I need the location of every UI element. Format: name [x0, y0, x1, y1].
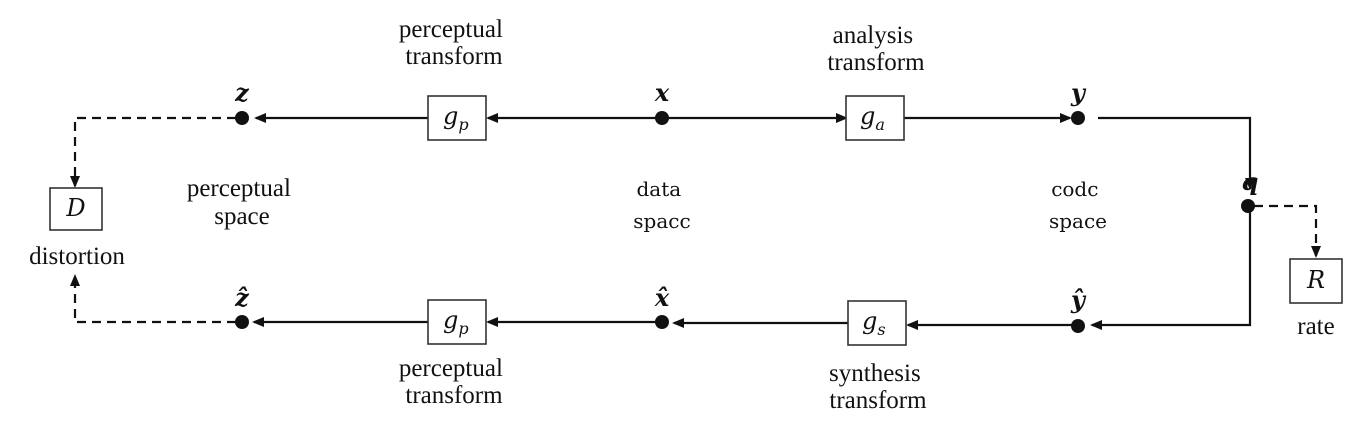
- label-perceptual-transform-bottom: perceptual transform: [399, 355, 509, 409]
- edge-y-to-q: [1098, 116, 1255, 190]
- node-z-hat: [235, 315, 249, 329]
- node-x-hat: [655, 315, 669, 329]
- svg-text:R: R: [1306, 266, 1325, 294]
- label-perceptual-space: perceptual space: [187, 175, 297, 230]
- label-code-space: codc space: [1049, 177, 1107, 233]
- label-rate: rate: [1297, 313, 1334, 340]
- node-x: [655, 111, 669, 125]
- label-data-space: data spacc: [633, 177, 690, 233]
- edge-q-to-rate: [1254, 204, 1321, 258]
- node-q: [1241, 199, 1255, 213]
- node-y-hat: [1071, 319, 1085, 333]
- box-distortion: D: [49, 187, 103, 231]
- label-x: x: [654, 78, 670, 107]
- box-gs: gs: [847, 300, 907, 346]
- label-perceptual-transform-top: perceptual transform: [399, 16, 509, 70]
- svg-text:D: D: [65, 194, 85, 222]
- box-rate: R: [1289, 258, 1343, 304]
- label-z-hat: ẑ: [234, 283, 250, 312]
- node-y: [1071, 111, 1085, 125]
- node-z: [235, 111, 249, 125]
- label-y-hat: ŷ: [1070, 285, 1087, 314]
- label-synthesis-transform: synthesis transform: [829, 360, 927, 414]
- box-ga: ga: [845, 95, 905, 141]
- svg-text:gp: gp: [443, 102, 469, 134]
- label-distortion: distortion: [29, 243, 125, 270]
- edge-z-to-distortion: [70, 116, 236, 188]
- box-gp-bottom: gp: [427, 299, 487, 345]
- label-x-hat: x̂: [654, 283, 670, 312]
- label-analysis-transform: analysis transform: [827, 22, 925, 76]
- edge-z-hat-to-distortion: [70, 274, 236, 324]
- svg-text:gs: gs: [862, 307, 886, 339]
- label-q: q: [1242, 167, 1259, 196]
- svg-text:gp: gp: [443, 306, 469, 338]
- box-gp-top: gp: [427, 95, 487, 141]
- label-y: y: [1070, 78, 1087, 107]
- svg-text:ga: ga: [860, 102, 885, 134]
- label-z: z: [234, 78, 250, 107]
- edge-q-to-y-hat: [1090, 212, 1252, 330]
